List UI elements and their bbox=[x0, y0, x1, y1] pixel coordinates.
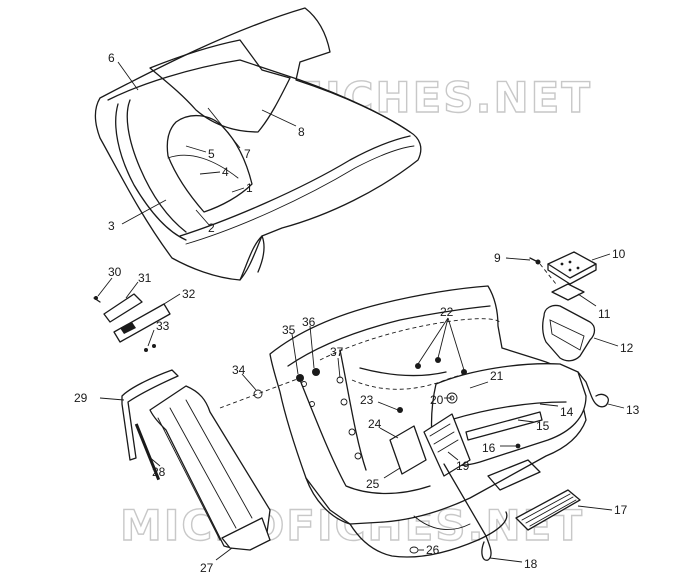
callout-11: 11 bbox=[598, 307, 611, 321]
hinge-plate-19 bbox=[423, 413, 471, 477]
seat-left-channel-outer bbox=[115, 103, 187, 241]
callout-9: 9 bbox=[494, 251, 501, 265]
callout-35: 35 bbox=[282, 323, 296, 337]
callout-13: 13 bbox=[626, 403, 640, 417]
seat-front-rim-inner bbox=[185, 145, 415, 245]
hinge-parts bbox=[219, 357, 492, 561]
tail-light-parts bbox=[529, 251, 597, 362]
callout-19: 19 bbox=[456, 459, 470, 473]
callout-22: 22 bbox=[440, 305, 454, 319]
leader-lines bbox=[97, 61, 625, 563]
callout-31: 31 bbox=[138, 271, 152, 285]
callout-16: 16 bbox=[482, 441, 496, 455]
seat-left-channel bbox=[126, 99, 187, 233]
left-side-parts bbox=[93, 293, 271, 551]
reflector-31 bbox=[103, 293, 143, 323]
cable-18 bbox=[443, 463, 492, 561]
callout-17: 17 bbox=[614, 503, 628, 517]
callout-25: 25 bbox=[366, 477, 380, 491]
body-inner-wall bbox=[339, 349, 367, 471]
callout-4: 4 bbox=[222, 165, 229, 179]
upper-seat-assembly bbox=[94, 7, 422, 281]
lens bbox=[551, 283, 585, 301]
nut-35 bbox=[296, 374, 304, 382]
top-recess-panel bbox=[149, 39, 291, 133]
washer-34 bbox=[253, 389, 263, 399]
screw-9 bbox=[535, 259, 541, 265]
callout-24: 24 bbox=[368, 417, 382, 431]
seat-outer-shell bbox=[94, 7, 422, 281]
callout-26: 26 bbox=[426, 543, 440, 557]
clip-13 bbox=[577, 371, 609, 408]
callout-10: 10 bbox=[612, 247, 626, 261]
callout-34: 34 bbox=[232, 363, 246, 377]
screw-30 bbox=[94, 296, 98, 300]
callout-32: 32 bbox=[182, 287, 196, 301]
callout-6: 6 bbox=[108, 51, 115, 65]
seat-pad-seam bbox=[167, 154, 239, 179]
fastener-16 bbox=[515, 443, 521, 449]
callout-8: 8 bbox=[298, 125, 305, 139]
frame-slot-15 bbox=[465, 411, 543, 441]
callout-21: 21 bbox=[490, 369, 504, 383]
seat-inner-rim bbox=[107, 59, 411, 133]
seat-bottom-cutout bbox=[239, 235, 265, 281]
callout-15: 15 bbox=[536, 419, 550, 433]
callout-20: 20 bbox=[430, 393, 444, 407]
bolt-23 bbox=[397, 407, 403, 413]
lens-cap-side bbox=[547, 263, 597, 285]
body-shell bbox=[269, 285, 587, 525]
body-hidden-edge bbox=[319, 318, 501, 361]
seat-inner-pad bbox=[166, 115, 253, 213]
callout-36: 36 bbox=[302, 315, 316, 329]
callout-37: 37 bbox=[330, 345, 344, 359]
callout-28: 28 bbox=[152, 465, 166, 479]
main-body bbox=[269, 285, 587, 558]
rear-opening bbox=[487, 459, 541, 491]
light-housing bbox=[542, 304, 596, 362]
callout-27: 27 bbox=[200, 561, 214, 575]
callout-7: 7 bbox=[244, 147, 251, 161]
strip-28 bbox=[134, 423, 161, 481]
callout-18: 18 bbox=[524, 557, 538, 571]
callout-30: 30 bbox=[108, 265, 122, 279]
callout-1: 1 bbox=[246, 181, 253, 195]
callout-23: 23 bbox=[360, 393, 374, 407]
body-bottom-skid bbox=[349, 511, 508, 558]
body-floor-left bbox=[299, 379, 431, 495]
callout-3: 3 bbox=[108, 219, 115, 233]
nut-36 bbox=[312, 368, 320, 376]
bracket-29 bbox=[121, 369, 179, 461]
callout-2: 2 bbox=[208, 221, 215, 235]
grommet-26 bbox=[409, 546, 419, 554]
seat-front-rim bbox=[179, 135, 411, 237]
callout-29: 29 bbox=[74, 391, 88, 405]
callout-12: 12 bbox=[620, 341, 634, 355]
callout-14: 14 bbox=[560, 405, 574, 419]
callout-labels: 1 2 3 4 5 6 7 8 9 10 11 12 13 14 15 16 1… bbox=[74, 51, 640, 575]
callout-5: 5 bbox=[208, 147, 215, 161]
handle-32 bbox=[113, 303, 171, 343]
hinge-bracket-25 bbox=[389, 425, 427, 475]
callout-33: 33 bbox=[156, 319, 170, 333]
body-inner-edge bbox=[287, 305, 491, 367]
